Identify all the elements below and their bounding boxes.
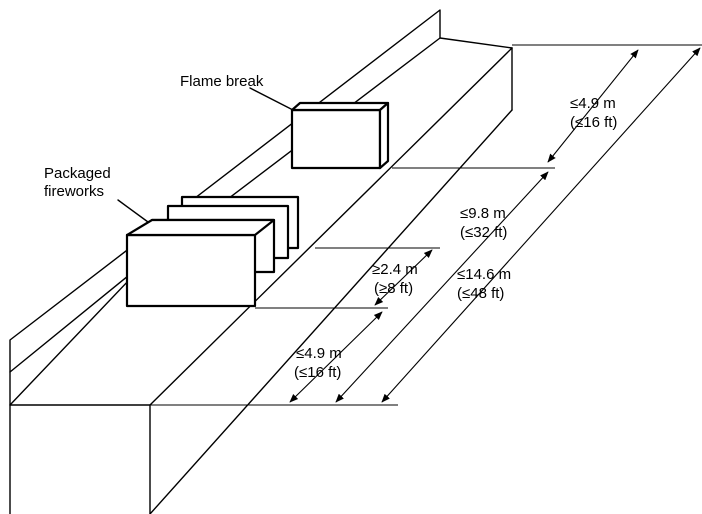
dim-4-9m-top-metric: ≤4.9 m xyxy=(570,95,616,112)
dim-arrow-4-9m-bottom xyxy=(289,311,383,403)
packaged-fireworks-label-line1: Packaged xyxy=(44,165,111,182)
packaged-fireworks-stack xyxy=(125,195,300,308)
dim-4-9m-bottom-imperial: (≤16 ft) xyxy=(294,364,341,381)
flame-break-box xyxy=(290,101,390,170)
front-face xyxy=(9,404,151,514)
dim-2-4m-metric: ≥2.4 m xyxy=(372,261,418,278)
flame-break-label: Flame break xyxy=(180,73,264,90)
top-rim xyxy=(439,37,513,49)
packaged-fireworks-label-line2: fireworks xyxy=(44,183,104,200)
dim-4-9m-bottom-metric: ≤4.9 m xyxy=(296,345,342,362)
dimension-arrows xyxy=(289,47,701,403)
dim-14-6m-imperial: (≤48 ft) xyxy=(457,285,504,302)
flame-break-leader xyxy=(249,87,294,111)
dim-9-8m-metric: ≤9.8 m xyxy=(460,205,506,222)
outer-bottom-edge xyxy=(149,109,513,514)
dim-14-6m-metric: ≤14.6 m xyxy=(457,266,511,283)
fireworks-leader xyxy=(117,199,149,223)
dim-2-4m-imperial: (≥8 ft) xyxy=(374,280,413,297)
dim-arrow-9-8m xyxy=(335,171,549,403)
dim-4-9m-top-imperial: (≤16 ft) xyxy=(570,114,617,131)
dim-arrow-14-6m xyxy=(381,47,701,403)
dim-9-8m-imperial: (≤32 ft) xyxy=(460,224,507,241)
